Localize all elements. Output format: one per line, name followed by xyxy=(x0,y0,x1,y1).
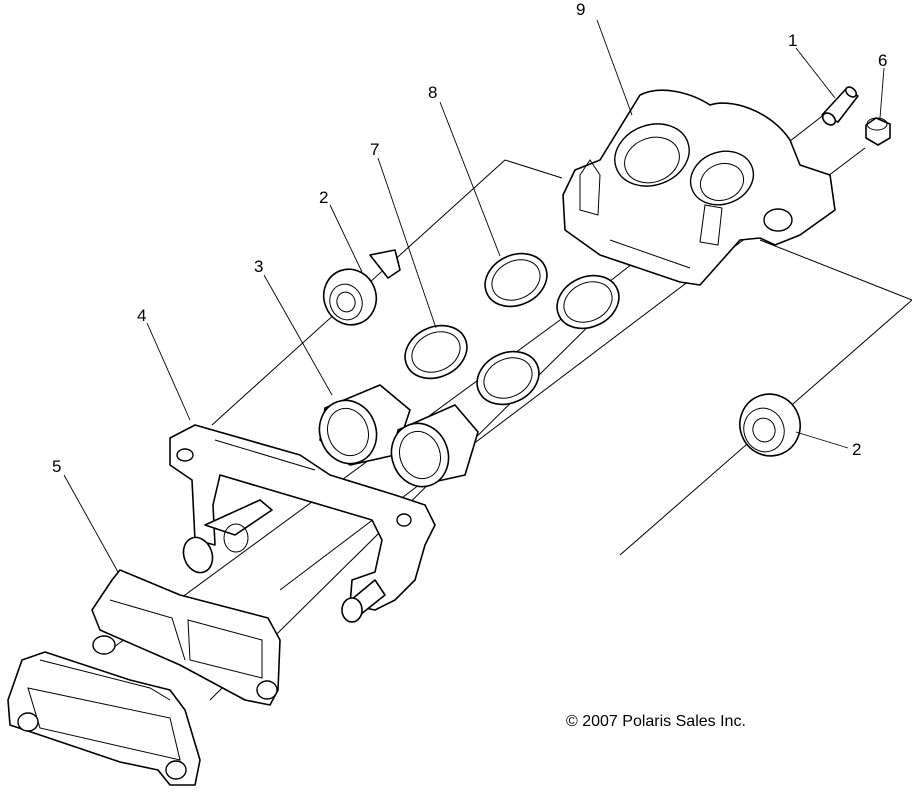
copyright-notice: © 2007 Polaris Sales Inc. xyxy=(566,713,746,730)
brake-pad-outer xyxy=(7,651,201,786)
leader-lines xyxy=(63,19,885,573)
callout-labels: 1 2 2 3 4 5 6 7 8 9 xyxy=(52,0,887,476)
bleeder-cap xyxy=(865,117,891,146)
bleeder-screw xyxy=(821,86,859,126)
callout-5: 5 xyxy=(52,457,61,476)
slide-bushing-upper xyxy=(322,249,401,326)
caliper-pistons xyxy=(318,384,479,488)
callout-8: 8 xyxy=(428,83,437,102)
dust-seals xyxy=(404,324,540,406)
caliper-seals xyxy=(484,252,620,330)
callout-4: 4 xyxy=(137,306,146,325)
callout-6: 6 xyxy=(878,51,887,70)
callout-1: 1 xyxy=(788,31,797,50)
callout-2-upper: 2 xyxy=(319,188,328,207)
callout-3: 3 xyxy=(254,257,263,276)
caliper-bracket xyxy=(169,424,436,623)
caliper-body xyxy=(562,89,836,286)
callout-9: 9 xyxy=(576,0,585,19)
slide-bushing-lower xyxy=(739,393,801,457)
callout-2-lower: 2 xyxy=(852,440,861,459)
brake-pad-inner xyxy=(91,569,281,706)
callout-7: 7 xyxy=(370,140,379,159)
